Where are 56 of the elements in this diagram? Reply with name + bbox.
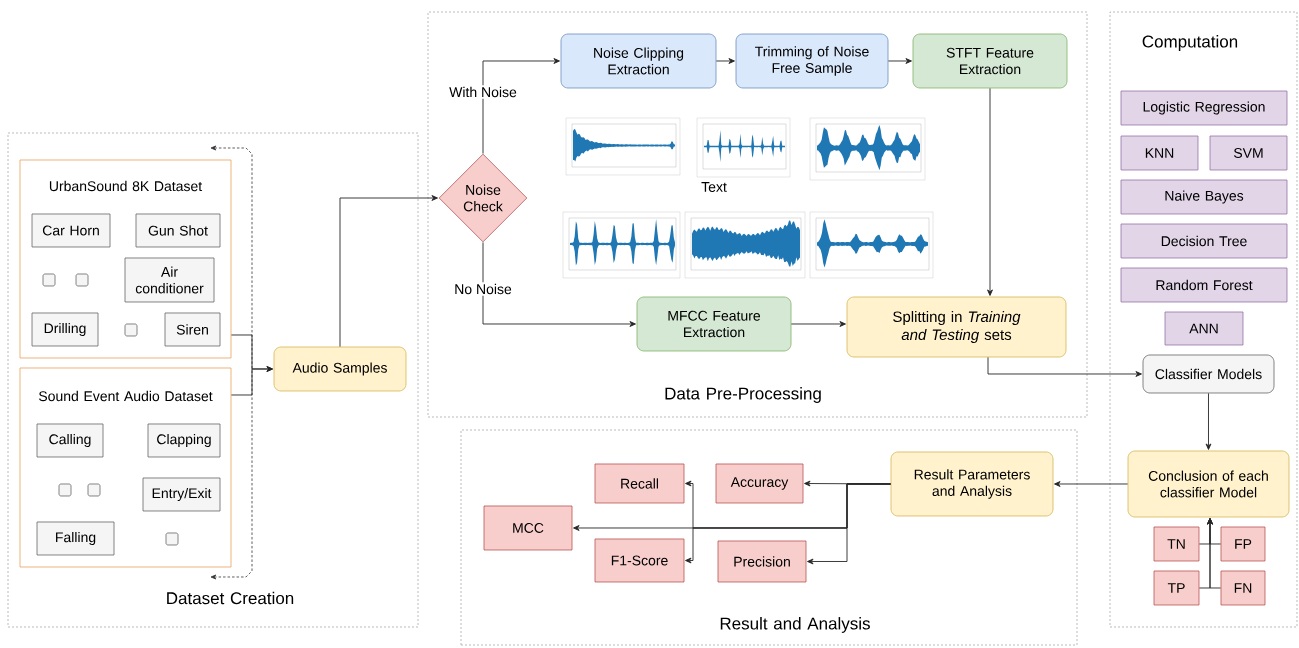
process-box: Conclusion of each classifier Model bbox=[1127, 450, 1290, 518]
arrow bbox=[715, 58, 735, 64]
classifier-box: Logistic Regression bbox=[1120, 90, 1288, 126]
process-box: MFCC Feature Extraction bbox=[636, 296, 792, 352]
arrow bbox=[987, 87, 993, 296]
arrow bbox=[482, 241, 636, 327]
arrow bbox=[685, 483, 892, 564]
arrow bbox=[1054, 481, 1129, 487]
arrow bbox=[482, 58, 560, 155]
metric-box: MCC bbox=[483, 505, 573, 551]
empty-box bbox=[165, 532, 179, 546]
arrow bbox=[230, 366, 273, 396]
arrow bbox=[887, 58, 912, 64]
process-box: Audio Samples bbox=[273, 346, 407, 392]
process-box: Splitting in Training and Testing sets bbox=[846, 296, 1067, 358]
metric-box: TN bbox=[1153, 526, 1200, 562]
edge-label: No Noise bbox=[452, 282, 514, 296]
empty-box bbox=[87, 483, 101, 497]
category-box: Falling bbox=[36, 521, 115, 556]
category-box: Gun Shot bbox=[135, 213, 221, 248]
empty-box bbox=[42, 273, 56, 287]
classifier-box: Decision Tree bbox=[1120, 223, 1288, 259]
metric-box: FP bbox=[1220, 526, 1266, 562]
process-box: Classifier Models bbox=[1142, 354, 1275, 394]
process-box: Noise Clipping Extraction bbox=[560, 33, 717, 89]
metric-box: F1-Score bbox=[594, 538, 685, 583]
classifier-box: Random Forest bbox=[1120, 267, 1288, 303]
image-caption: Text bbox=[701, 182, 727, 192]
category-box: Air conditioner bbox=[124, 257, 215, 303]
process-box: STFT Feature Extraction bbox=[912, 33, 1068, 89]
metric-box: Recall bbox=[594, 463, 685, 504]
arrow bbox=[1207, 518, 1222, 589]
arrow bbox=[987, 356, 1142, 377]
category-box: Siren bbox=[164, 312, 221, 347]
classifier-box: SVM bbox=[1209, 135, 1288, 171]
metric-box: Accuracy bbox=[715, 463, 804, 504]
category-box: Entry/Exit bbox=[142, 477, 221, 512]
empty-box bbox=[58, 483, 72, 497]
category-box: Drilling bbox=[31, 312, 99, 347]
classifier-box: Naive Bayes bbox=[1120, 179, 1288, 215]
arrow bbox=[1205, 392, 1212, 450]
edge-label: With Noise bbox=[447, 85, 519, 99]
category-box: Clapping bbox=[147, 423, 221, 458]
metric-box: TP bbox=[1153, 570, 1200, 606]
category-box: Calling bbox=[36, 423, 104, 458]
arrow bbox=[339, 195, 438, 348]
empty-box bbox=[124, 323, 138, 337]
process-box: Result Parameters and Analysis bbox=[890, 451, 1054, 517]
empty-box bbox=[75, 273, 89, 287]
metric-box: FN bbox=[1220, 570, 1266, 606]
classifier-box: KNN bbox=[1120, 135, 1199, 171]
process-box: Trimming of Noise Free Sample bbox=[735, 33, 889, 89]
arrow bbox=[790, 321, 846, 327]
classifier-box: ANN bbox=[1164, 311, 1244, 346]
metric-box: Precision bbox=[717, 540, 807, 583]
category-box: Car Horn bbox=[31, 213, 111, 248]
